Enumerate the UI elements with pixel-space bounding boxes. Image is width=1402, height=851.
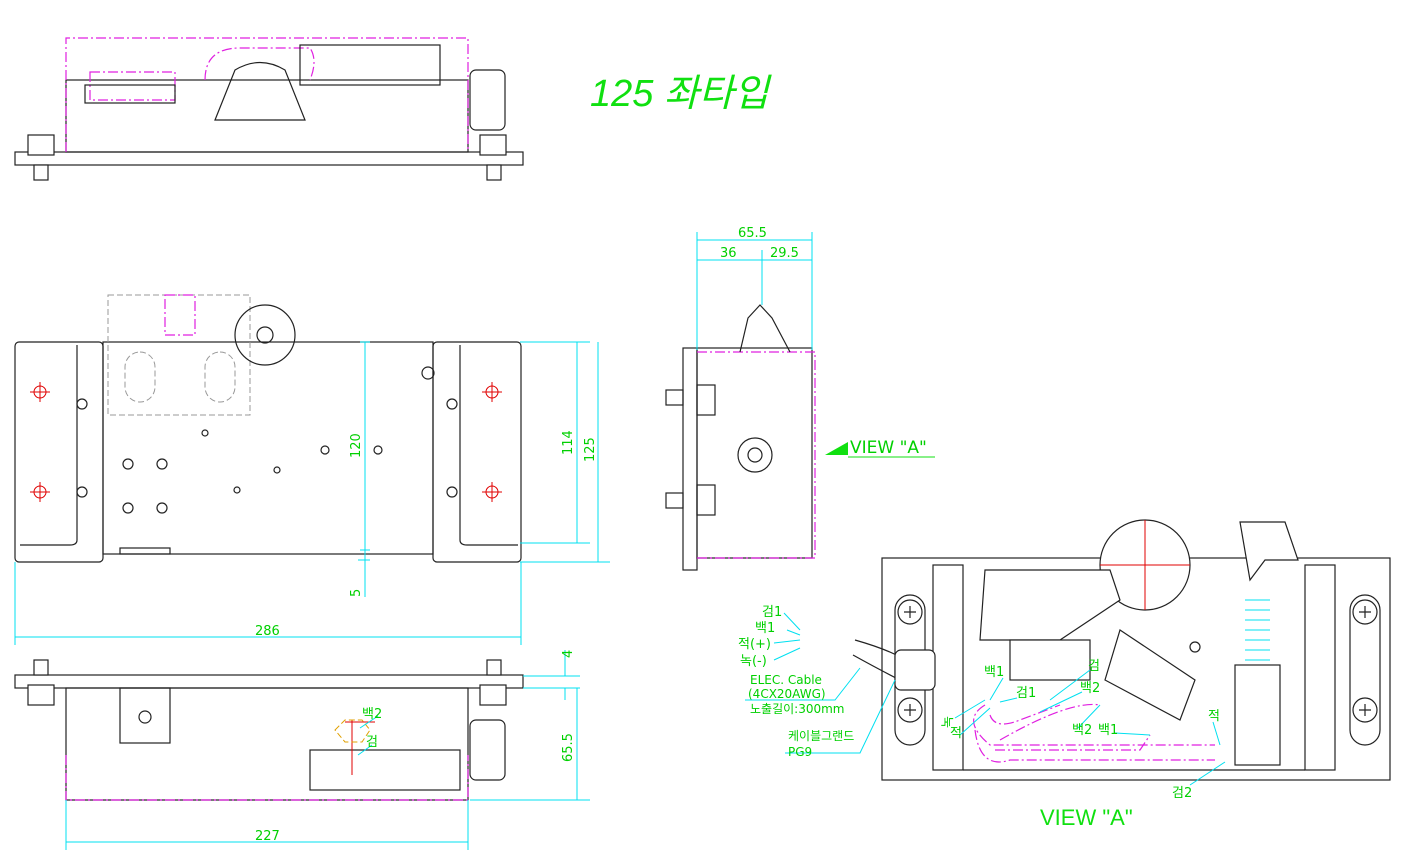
cable-spec: (4CX20AWG) (748, 687, 826, 701)
label-red-b: 적 (1208, 709, 1220, 724)
top-view: 125 좌타입 (14, 37, 772, 181)
bottom-view: 백2 검 4 65.5 227 (14, 650, 590, 850)
label-black: 검 (366, 735, 378, 750)
view-arrow-icon (825, 442, 848, 455)
dim-36: 36 (720, 246, 737, 261)
dim-125: 125 (583, 437, 598, 462)
dim-4: 4 (561, 650, 576, 658)
label-red-a: 적 (950, 726, 962, 741)
cable-name: ELEC. Cable (750, 673, 822, 687)
label-black1: 검1 (1016, 686, 1036, 701)
wire-label-green: 녹(-) (740, 654, 767, 669)
gland-name: 케이블그랜드 (788, 729, 854, 743)
label-green: 녹 (941, 716, 956, 728)
dim-5: 5 (349, 589, 364, 597)
label-white1-a: 백1 (984, 665, 1004, 680)
dim-65-5-bottom: 65.5 (561, 733, 576, 762)
wire-label-red: 적(+) (738, 637, 771, 652)
wire-label-white1: 백1 (755, 621, 775, 636)
dim-29-5: 29.5 (770, 246, 799, 261)
gland-spec: PG9 (788, 745, 812, 759)
front-view: 120 114 125 5 286 (14, 294, 610, 645)
label-white2-a: 백2 (1080, 681, 1100, 696)
label-white2: 백2 (362, 707, 382, 722)
wire-label-black1: 검1 (762, 605, 782, 620)
dim-227: 227 (255, 829, 280, 844)
label-black: 검 (1088, 659, 1100, 674)
dim-114: 114 (561, 430, 576, 455)
view-a-caption: VIEW "A" (1040, 805, 1133, 830)
dim-120: 120 (349, 433, 364, 458)
cable-length: 노출길이:300mm (750, 702, 845, 716)
dim-286: 286 (255, 624, 280, 639)
label-white2-b: 백2 (1072, 723, 1092, 738)
side-view: 65.5 36 29.5 VIEW "A" (665, 226, 935, 571)
view-a-arrow-label: VIEW "A" (850, 438, 927, 458)
label-white1-b: 백1 (1098, 723, 1118, 738)
label-black2: 검2 (1172, 786, 1192, 801)
drawing-title: 125 좌타입 (590, 73, 772, 115)
view-a: 검1 백1 적(+) 녹(-) ELEC. Cable (4CX20AWG) 노… (738, 519, 1391, 830)
dim-65-5-side: 65.5 (738, 226, 767, 241)
